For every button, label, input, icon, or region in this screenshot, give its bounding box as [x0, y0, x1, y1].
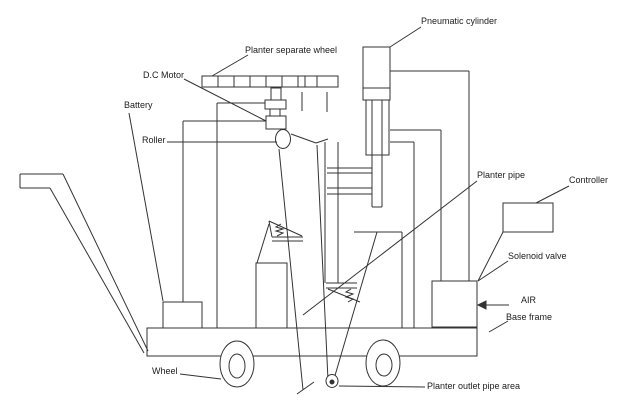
- outlet-dot: [329, 379, 335, 385]
- hopper-box: [255, 262, 288, 329]
- spring1-edge: [268, 220, 273, 238]
- leader-battery: [128, 112, 164, 302]
- leader-controller: [535, 185, 570, 204]
- leader-wheel: [179, 373, 222, 380]
- planter-pipe-left: [278, 148, 304, 391]
- label-wheel: Wheel: [152, 366, 178, 376]
- spring2-hypotenuse: [327, 288, 361, 303]
- controller-solenoid-link: [477, 231, 504, 282]
- planter-separate-wheel-bar: [201, 75, 339, 88]
- motor-shaft-upper: [270, 87, 282, 101]
- pneumatic-cylinder-body: [365, 99, 390, 156]
- wheel-left-inner: [228, 353, 246, 379]
- leader-planter-separate-wheel: [211, 54, 249, 77]
- pipe-funnel-left: [290, 133, 317, 144]
- leader-planter-outlet-pipe-area: [338, 385, 426, 388]
- leader-pneumatic-cylinder: [389, 26, 422, 48]
- dc-motor-block: [265, 115, 287, 130]
- label-battery: Battery: [124, 100, 153, 110]
- base-frame-bar: [146, 327, 478, 357]
- pneumatic-cylinder-band: [362, 87, 391, 101]
- hopper-diagonal: [256, 223, 270, 264]
- planter-pipe-right: [316, 144, 329, 381]
- spring1-zigzag: [274, 223, 285, 237]
- label-planter-pipe: Planter pipe: [477, 170, 526, 180]
- leader-base-frame: [488, 320, 509, 333]
- air-arrowhead: [476, 300, 487, 310]
- leader-planter-pipe: [302, 180, 478, 316]
- pneumatic-cylinder-top: [362, 46, 391, 89]
- label-air: AIR: [521, 295, 537, 305]
- motor-shaft-lower: [269, 108, 281, 117]
- pipe-bottom-cut: [296, 381, 315, 395]
- spring2-zigzag: [344, 288, 355, 303]
- leader-solenoid-valve: [477, 260, 509, 282]
- label-pneumatic-cylinder: Pneumatic cylinder: [421, 16, 498, 26]
- rod-outlet-linkage: [333, 231, 378, 380]
- roller-ellipse: [275, 129, 291, 149]
- leader-dc-motor: [183, 78, 267, 122]
- label-roller: Roller: [142, 135, 166, 145]
- motor-flange: [264, 99, 287, 110]
- controller-box: [502, 202, 554, 233]
- label-solenoid-valve: Solenoid valve: [508, 251, 567, 261]
- spring1-hypotenuse: [268, 220, 303, 237]
- label-base-frame: Base frame: [506, 312, 553, 322]
- label-planter-outlet-pipe-area: Planter outlet pipe area: [427, 381, 521, 391]
- label-dc-motor: D.C Motor: [143, 70, 185, 80]
- label-controller: Controller: [569, 175, 609, 185]
- label-planter-separate-wheel: Planter separate wheel: [245, 45, 338, 55]
- solenoid-valve-box: [431, 280, 478, 328]
- wheel-right-inner: [375, 353, 393, 377]
- battery-box: [162, 301, 203, 329]
- pipe-funnel-right: [315, 138, 329, 144]
- handle-outer: [62, 173, 149, 352]
- handle-inner: [49, 187, 145, 354]
